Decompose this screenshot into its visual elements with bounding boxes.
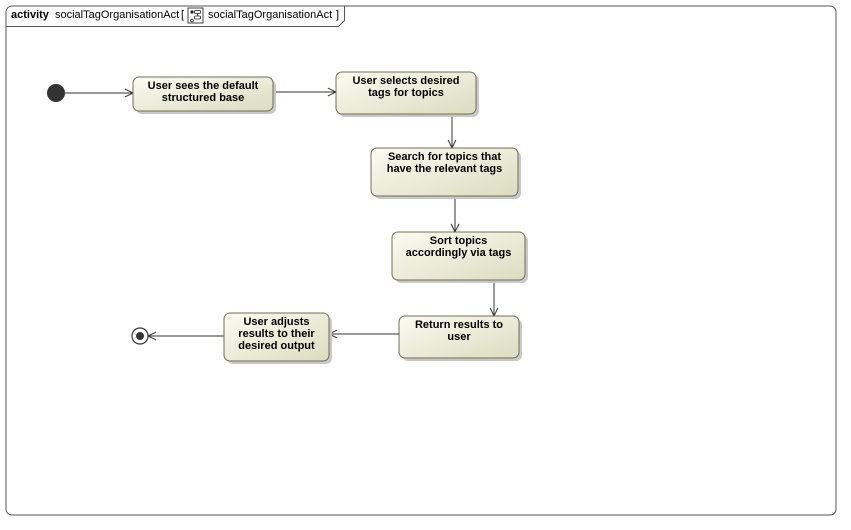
frame-bracket-open: [ xyxy=(181,9,184,21)
frame-header-tab xyxy=(6,6,345,27)
action-label-line: User selects desired xyxy=(352,75,459,87)
action-label-line: desired output xyxy=(238,340,315,352)
action-label-line: Search for topics that xyxy=(388,151,501,163)
frame-name: socialTagOrganisationAct xyxy=(55,9,179,21)
action-box xyxy=(223,312,330,362)
action-box xyxy=(370,147,519,197)
svg-text:activity socialTagOrgani: activity socialTagOrganisationAct [ soci… xyxy=(11,9,339,21)
action-label-line: Return results to xyxy=(415,319,503,331)
action-label-line: Sort topics xyxy=(430,235,487,247)
action-box xyxy=(398,315,520,359)
action-label-line: User sees the default xyxy=(148,80,259,92)
activity-final-node[interactable] xyxy=(131,327,149,345)
action-box xyxy=(335,71,477,115)
action-label-line: have the relevant tags xyxy=(387,163,503,175)
frame-bracket-close: ] xyxy=(336,9,339,21)
action-label-line: structured base xyxy=(162,92,245,104)
action-label-line: accordingly via tags xyxy=(406,247,512,259)
action-label-line: user xyxy=(447,331,471,343)
action-label-line: tags for topics xyxy=(368,87,444,99)
initial-node[interactable] xyxy=(47,84,65,102)
activity-diagram-icon[interactable] xyxy=(187,7,204,24)
action-box xyxy=(132,76,274,112)
frame-header: activity socialTagOrganisationAct [ soci… xyxy=(6,6,345,27)
frame-keyword: activity xyxy=(11,9,50,21)
action-box xyxy=(391,231,526,281)
frame-reference-name[interactable]: socialTagOrganisationAct xyxy=(208,9,332,21)
action-label-line: User adjusts xyxy=(243,316,309,328)
action-label-line: results to their xyxy=(238,328,315,340)
